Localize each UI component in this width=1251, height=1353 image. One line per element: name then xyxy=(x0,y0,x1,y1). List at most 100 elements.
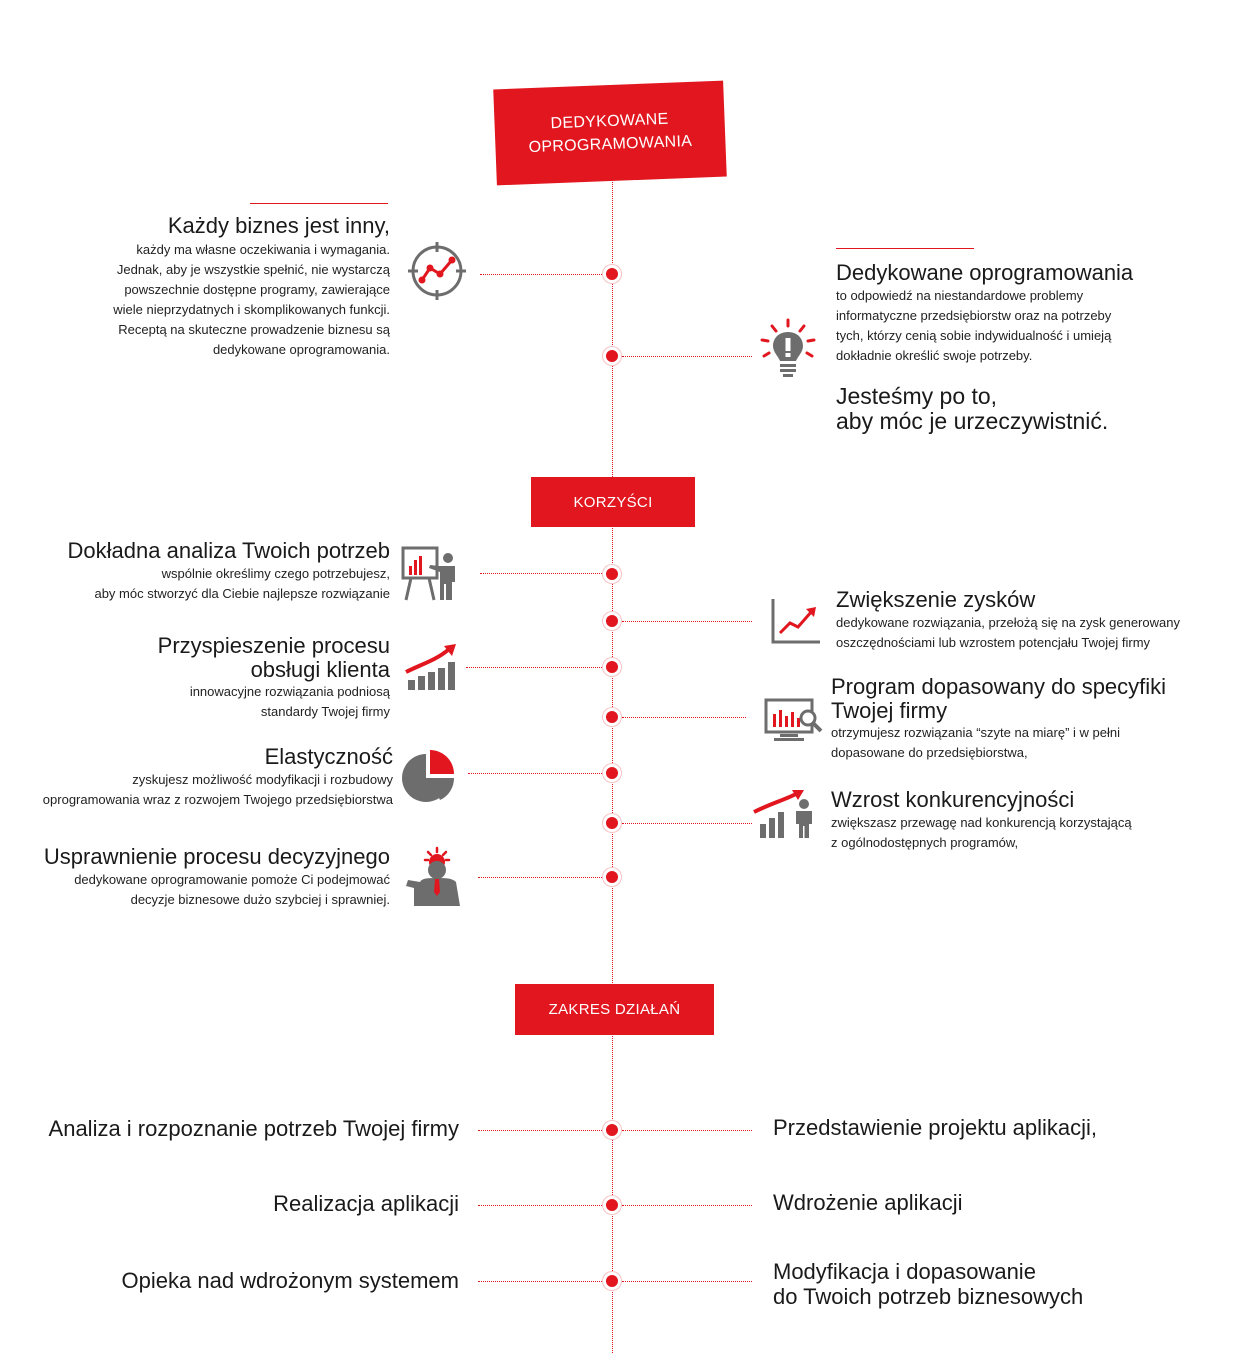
scope-left-2: Realizacja aplikacji xyxy=(273,1191,459,1216)
hero-badge: DEDYKOWANE OPROGRAMOWANIA xyxy=(493,80,727,186)
timeline-dot xyxy=(603,612,621,630)
benefit-left-1: Dokładna analiza Twoich potrzeb wspólnie… xyxy=(20,539,390,604)
intro-right-desc: to odpowiedź na niestandardowe problemy … xyxy=(836,286,1236,366)
benefit-right-2: Program dopasowany do specyfiki Twojej f… xyxy=(831,675,1241,763)
benefit-line: wspólnie określimy czego potrzebujesz, xyxy=(161,566,390,581)
pie-chart-icon xyxy=(402,750,455,802)
timeline-dot xyxy=(603,265,621,283)
timeline-dot xyxy=(603,1272,621,1290)
scope-badge: ZAKRES DZIAŁAŃ xyxy=(515,984,714,1035)
target-chart-icon xyxy=(408,242,466,300)
growth-bars-icon xyxy=(405,644,456,690)
intro-left-block: Każdy biznes jest inny, każdy ma własne … xyxy=(20,214,390,360)
connector xyxy=(466,667,606,668)
intro-tagline: Jesteśmy po to, aby móc je urzeczywistni… xyxy=(836,384,1236,434)
presentation-icon xyxy=(401,546,455,601)
benefit-title: Zwiększenie zysków xyxy=(836,587,1036,612)
scope-right-2: Wdrożenie aplikacji xyxy=(773,1190,963,1215)
intro-left-line: Jednak, aby je wszystkie spełnić, nie wy… xyxy=(116,262,390,277)
connector xyxy=(468,773,606,774)
benefit-title: Elastyczność xyxy=(264,744,393,769)
connector xyxy=(622,823,752,824)
scope-right-3-line-1: Modyfikacja i dopasowanie xyxy=(773,1259,1036,1284)
intro-left-line: Receptą na skuteczne prowadzenie biznesu… xyxy=(118,322,390,337)
intro-left-line: powszechnie dostępne programy, zawierają… xyxy=(124,282,390,297)
intro-left-line: każdy ma własne oczekiwania i wymagania. xyxy=(136,242,390,257)
benefit-line: z ogólnodostępnych programów, xyxy=(831,835,1019,850)
benefit-line: aby móc stworzyć dla Ciebie najlepsze ro… xyxy=(94,586,390,601)
benefit-title-2: Twojej firmy xyxy=(831,698,948,723)
timeline-dot xyxy=(603,565,621,583)
benefit-line: otrzymujesz rozwiązania “szyte na miarę”… xyxy=(831,725,1120,740)
benefit-title-2: obsługi klienta xyxy=(250,657,390,682)
connector xyxy=(478,1130,606,1131)
timeline-dot xyxy=(603,868,621,886)
intro-right-block: Dedykowane oprogramowania to odpowiedź n… xyxy=(836,261,1236,434)
benefit-desc: dedykowane oprogramowanie pomoże Ci pode… xyxy=(10,870,390,910)
timeline-dot xyxy=(603,708,621,726)
timeline-dot xyxy=(603,764,621,782)
intro-left-rule xyxy=(250,203,388,204)
benefit-desc: innowacyjne rozwiązania podniosą standar… xyxy=(20,682,390,722)
lightbulb-icon xyxy=(760,318,816,377)
intro-right-line: informatyczne przedsiębiorstw oraz na po… xyxy=(836,308,1112,323)
timeline-dot xyxy=(603,814,621,832)
benefit-title: Usprawnienie procesu decyzyjnego xyxy=(43,844,390,869)
scope-right-3-line-2: do Twoich potrzeb biznesowych xyxy=(773,1284,1084,1309)
intro-right-line: dokładnie określić swoje potrzeby. xyxy=(836,348,1033,363)
connector xyxy=(622,1281,752,1282)
benefit-line: standardy Twojej firmy xyxy=(260,704,390,719)
benefit-left-3: Elastyczność zyskujesz możliwość modyfik… xyxy=(10,745,393,810)
connector xyxy=(478,1281,606,1282)
idea-person-icon xyxy=(406,846,460,906)
benefit-line: zyskujesz możliwość modyfikacji i rozbud… xyxy=(132,772,393,787)
hero-line-2: OPROGRAMOWANIA xyxy=(528,132,693,157)
intro-right-line: tych, którzy cenią sobie indywidualność … xyxy=(836,328,1112,343)
benefit-line: oszczędnościami lub wzrostem potencjału … xyxy=(836,635,1151,650)
connector xyxy=(480,274,606,275)
benefit-right-3: Wzrost konkurencyjności zwiększasz przew… xyxy=(831,788,1241,853)
line-chart-icon xyxy=(771,599,820,644)
connector xyxy=(622,717,746,718)
timeline-dot xyxy=(603,1121,621,1139)
intro-left-desc: każdy ma własne oczekiwania i wymagania.… xyxy=(20,240,390,360)
intro-right-title: Dedykowane oprogramowania xyxy=(836,260,1134,285)
benefit-line: oprogramowania wraz z rozwojem Twojego p… xyxy=(42,792,393,807)
connector xyxy=(622,356,752,357)
intro-left-line: dedykowane oprogramowania. xyxy=(212,342,390,357)
benefit-right-1: Zwiększenie zysków dedykowane rozwiązani… xyxy=(836,588,1236,653)
benefit-desc: zwiększasz przewagę nad konkurencją korz… xyxy=(831,813,1241,853)
benefit-desc: zyskujesz możliwość modyfikacji i rozbud… xyxy=(10,770,393,810)
benefit-title: Wzrost konkurencyjności xyxy=(831,787,1075,812)
benefit-title-1: Przyspieszenie procesu xyxy=(157,633,390,658)
intro-left-line: wiele nieprzydatnych i skomplikowanych f… xyxy=(113,302,390,317)
benefit-title: Dokładna analiza Twoich potrzeb xyxy=(67,538,390,563)
growth-person-icon xyxy=(753,790,812,838)
benefit-line: decyzje biznesowe dużo szybciej i sprawn… xyxy=(130,892,390,907)
benefit-desc: otrzymujesz rozwiązania “szyte na miarę”… xyxy=(831,723,1241,763)
timeline-dot xyxy=(603,1196,621,1214)
intro-tagline-1: Jesteśmy po to, xyxy=(836,383,998,409)
scope-right-1: Przedstawienie projektu aplikacji, xyxy=(773,1115,1098,1140)
benefit-left-4: Usprawnienie procesu decyzyjnego dedykow… xyxy=(10,845,390,910)
benefit-desc: dedykowane rozwiązania, przełożą się na … xyxy=(836,613,1236,653)
connector xyxy=(478,877,606,878)
monitor-search-icon xyxy=(764,698,823,741)
intro-right-line: to odpowiedź na niestandardowe problemy xyxy=(836,288,1084,303)
benefits-badge: KORZYŚCI xyxy=(531,477,695,527)
benefit-line: innowacyjne rozwiązania podniosą xyxy=(189,684,390,699)
benefit-line: zwiększasz przewagę nad konkurencją korz… xyxy=(831,815,1132,830)
scope-left-1: Analiza i rozpoznanie potrzeb Twojej fir… xyxy=(48,1116,459,1141)
benefit-line: dedykowane oprogramowanie pomoże Ci pode… xyxy=(74,872,390,887)
connector xyxy=(622,1130,752,1131)
connector xyxy=(622,1205,752,1206)
benefit-line: dopasowane do przedsiębiorstwa, xyxy=(831,745,1028,760)
intro-left-title: Każdy biznes jest inny, xyxy=(167,213,390,238)
connector xyxy=(480,573,606,574)
benefit-line: dedykowane rozwiązania, przełożą się na … xyxy=(836,615,1180,630)
scope-right-3: Modyfikacja i dopasowanie do Twoich potr… xyxy=(773,1259,1233,1309)
intro-tagline-2: aby móc je urzeczywistnić. xyxy=(836,408,1109,434)
intro-right-rule xyxy=(836,248,974,249)
timeline-dot xyxy=(603,347,621,365)
benefit-desc: wspólnie określimy czego potrzebujesz, a… xyxy=(20,564,390,604)
